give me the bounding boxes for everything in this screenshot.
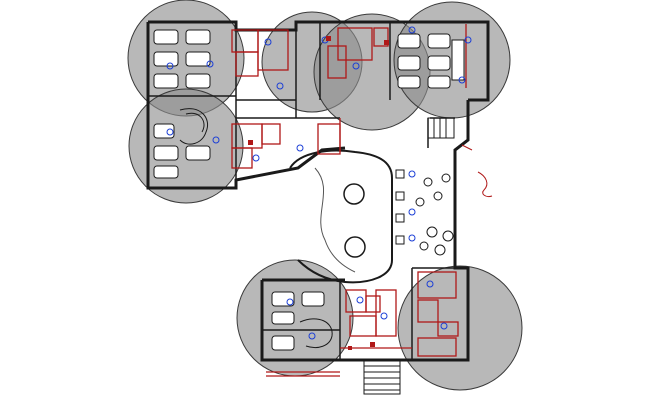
access-point-icon	[252, 154, 260, 162]
conference-room-bottom-left	[271, 291, 333, 351]
central-atrium	[289, 149, 393, 284]
access-point-icon	[408, 208, 416, 216]
conference-room-top-left	[153, 29, 211, 89]
access-point-icon	[166, 62, 174, 70]
access-point-icon	[408, 234, 416, 242]
lounge-top-right	[397, 33, 465, 89]
training-room-left	[153, 108, 211, 179]
cafe-seating	[395, 169, 454, 256]
access-point-icon	[166, 128, 174, 136]
access-point-icon	[408, 170, 416, 178]
column-icon	[343, 183, 365, 205]
column-icon	[344, 236, 366, 258]
coverage-circle	[397, 265, 523, 391]
access-point-icon	[206, 60, 214, 68]
access-point-icon	[264, 38, 272, 46]
access-point-icon	[458, 76, 466, 84]
access-point-icon	[212, 136, 220, 144]
fixtures	[248, 36, 389, 350]
device-markers	[166, 26, 472, 340]
access-point-icon	[296, 144, 304, 152]
access-point-icon	[308, 332, 316, 340]
access-point-icon	[464, 36, 472, 44]
staircase	[363, 117, 455, 395]
access-point-icon	[352, 62, 360, 70]
access-point-icon	[408, 26, 416, 34]
access-point-icon	[380, 312, 388, 320]
entrance-path	[461, 144, 493, 197]
partitions	[231, 24, 467, 377]
atrium-columns	[343, 183, 366, 258]
access-point-icon	[276, 82, 284, 90]
access-point-icon	[426, 280, 434, 288]
open-areas	[235, 148, 412, 282]
coverage-circle	[128, 88, 244, 204]
access-point-icon	[286, 298, 294, 306]
access-point-icon	[356, 296, 364, 304]
access-point-icon	[440, 322, 448, 330]
